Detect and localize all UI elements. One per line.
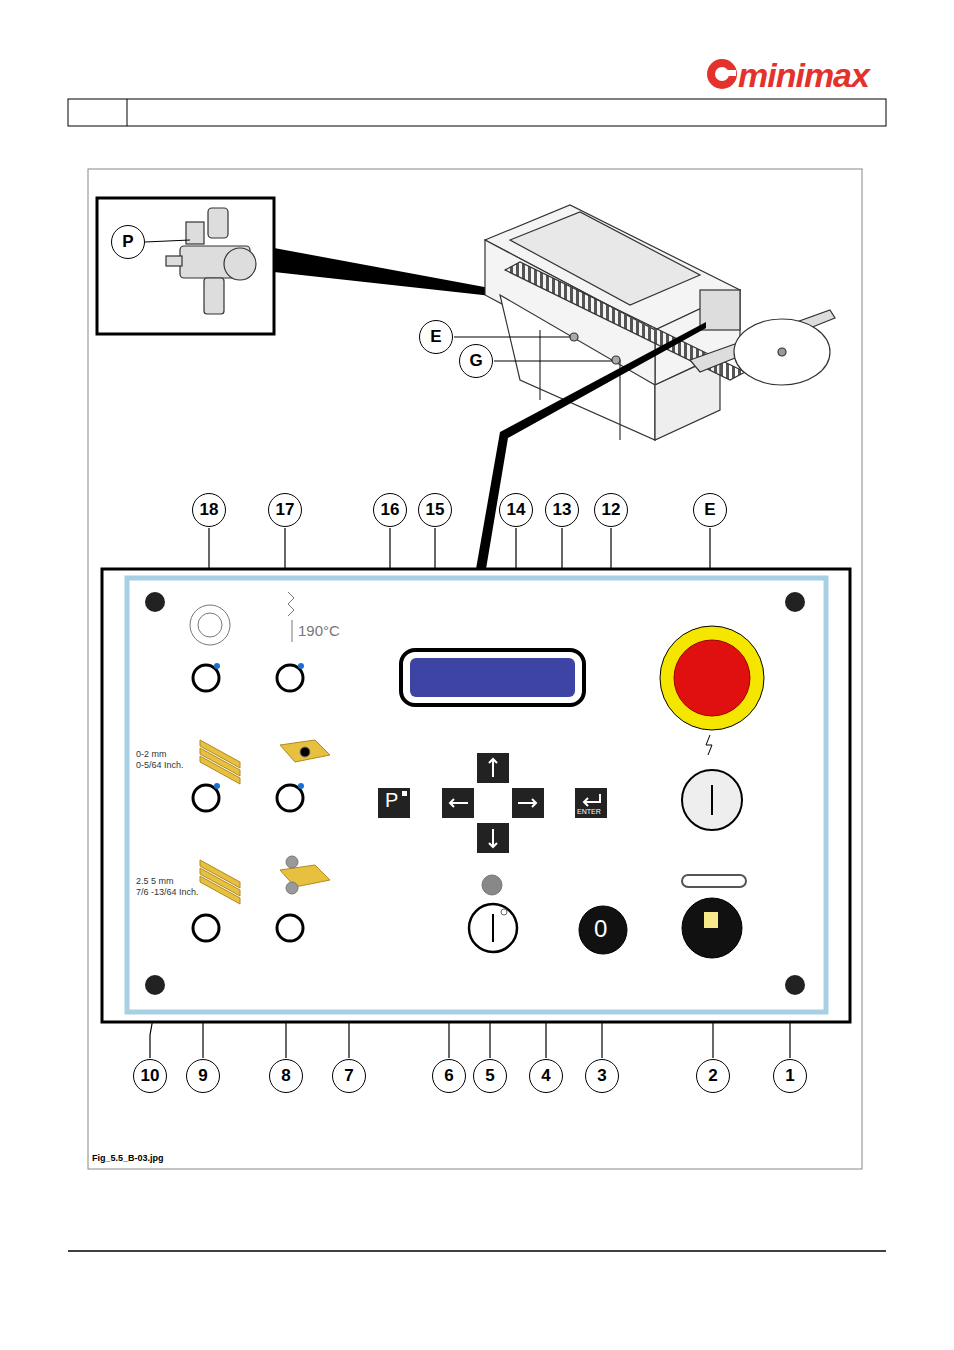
callout-circle: 13 — [545, 493, 579, 527]
callout-circle: P — [111, 225, 145, 259]
callout-number: 7 — [344, 1066, 353, 1086]
callout-circle: E — [419, 320, 453, 354]
start-button — [682, 770, 742, 830]
callout-circle: 9 — [186, 1059, 220, 1093]
callout-circle: 5 — [473, 1059, 507, 1093]
callout-circle: 15 — [418, 493, 452, 527]
callout-circle: 1 — [773, 1059, 807, 1093]
key-caption: ENTER — [577, 808, 601, 815]
control-panel — [102, 569, 850, 1022]
knobs — [193, 665, 303, 941]
callout-circle: E — [693, 493, 727, 527]
stop-button — [579, 906, 627, 954]
button-symbol: 0 — [594, 915, 607, 943]
callout-circle: 10 — [133, 1059, 167, 1093]
screws — [145, 592, 805, 995]
pressure-regulator — [166, 208, 256, 314]
size-range: 7/6 -13/64 Inch. — [136, 887, 199, 897]
display — [401, 650, 584, 705]
logo-text: minimax — [738, 56, 869, 95]
callout-number: 13 — [553, 500, 572, 520]
callout-circle: 3 — [585, 1059, 619, 1093]
callout-number: 5 — [485, 1066, 494, 1086]
temperature: 190°C — [298, 622, 340, 639]
callout-circle: 2 — [696, 1059, 730, 1093]
callout-number: 10 — [141, 1066, 160, 1086]
callout-number: 4 — [541, 1066, 550, 1086]
callout-number: 17 — [276, 500, 295, 520]
callout-circle: 8 — [269, 1059, 303, 1093]
size-range: 0-5/64 Inch. — [136, 760, 184, 770]
callout-number: 3 — [597, 1066, 606, 1086]
callout-number: 1 — [785, 1066, 794, 1086]
callout-number: 2 — [708, 1066, 717, 1086]
callout-circle: 6 — [432, 1059, 466, 1093]
emergency-stop — [660, 626, 764, 730]
edgebander-machine — [485, 205, 835, 440]
callout-number: P — [122, 232, 133, 252]
callout-circle: 7 — [332, 1059, 366, 1093]
key-letter: P — [385, 789, 398, 812]
callout-number: 15 — [426, 500, 445, 520]
callout-circle: 16 — [373, 493, 407, 527]
motor-button — [469, 904, 517, 952]
callout-circle: 17 — [268, 493, 302, 527]
callout-number: 18 — [200, 500, 219, 520]
callout-number: G — [469, 351, 482, 371]
header-box — [68, 99, 886, 126]
callout-number: 9 — [198, 1066, 207, 1086]
icons — [190, 592, 502, 904]
callout-number: 16 — [381, 500, 400, 520]
callout-circle: 4 — [529, 1059, 563, 1093]
callout-number: 8 — [281, 1066, 290, 1086]
callout-number: E — [704, 500, 715, 520]
callout-number: E — [430, 327, 441, 347]
size-range: 0-2 mm — [136, 749, 167, 759]
inset-frame — [97, 198, 274, 334]
size-range: 2.5 5 mm — [136, 876, 174, 886]
callout-circle: G — [459, 344, 493, 378]
callout-number: 14 — [507, 500, 526, 520]
callout-circle: 18 — [192, 493, 226, 527]
callout-circle: 12 — [594, 493, 628, 527]
feed-switch — [682, 898, 742, 958]
callout-number: 12 — [602, 500, 621, 520]
callout-circle: 14 — [499, 493, 533, 527]
logo-mark — [707, 59, 737, 89]
callout-number: 6 — [444, 1066, 453, 1086]
inset-pointer — [274, 248, 512, 298]
keys — [378, 753, 607, 853]
figure-caption: Fig_5.5_B-03.jpg — [92, 1153, 164, 1163]
panel-pointer — [476, 322, 706, 569]
